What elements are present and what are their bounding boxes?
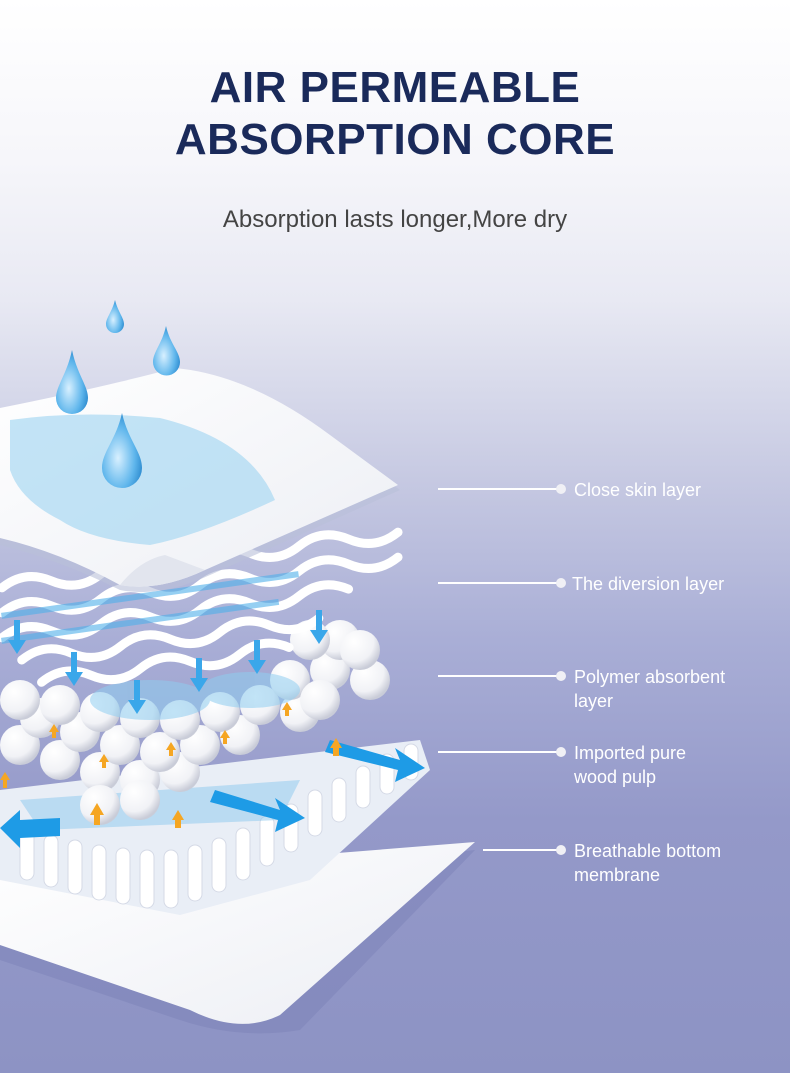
layer-label-text: Breathable bottom membrane: [574, 841, 722, 885]
skin-layer-shape: [0, 368, 400, 593]
title-line-1: AIR PERMEABLE: [209, 63, 581, 112]
leader-line: [483, 849, 558, 851]
bullet-dot-icon: [556, 747, 566, 757]
page-title: AIR PERMEABLE ABSORPTION CORE: [0, 62, 790, 166]
layer-label-text: Polymer absorbent layer: [574, 667, 726, 711]
water-drop-icon: [106, 300, 124, 333]
layer-label-polymer: Polymer absorbent layer: [438, 665, 754, 713]
water-drop-icon: [56, 350, 88, 414]
layer-label-text: Imported pure wood pulp: [574, 743, 687, 787]
moisture-up-arrows: [0, 702, 342, 828]
layer-label-diversion: The diversion layer: [438, 572, 752, 596]
leader-line: [438, 488, 558, 490]
leader-line: [438, 751, 558, 753]
title-line-2: ABSORPTION CORE: [174, 115, 616, 164]
leader-line: [438, 675, 558, 677]
bullet-dot-icon: [556, 845, 566, 855]
polymer-balls-shape: [0, 620, 390, 828]
subtitle: Absorption lasts longer,More dry: [222, 206, 568, 233]
airflow-arrows: [0, 740, 425, 848]
layer-label-wood-pulp: Imported pure wood pulp: [438, 741, 714, 789]
layer-label-close-skin: Close skin layer: [438, 478, 754, 502]
water-drops: [56, 300, 180, 488]
water-drop-icon: [102, 413, 142, 488]
bullet-dot-icon: [556, 578, 566, 588]
diversion-stripes: [1, 571, 299, 644]
layer-label-text: Close skin layer: [574, 480, 702, 500]
layer-label-bottom-membrane: Breathable bottom membrane: [483, 839, 744, 887]
bullet-dot-icon: [556, 671, 566, 681]
leader-line: [438, 582, 558, 584]
liquid-down-arrows: [8, 610, 328, 714]
bullet-dot-icon: [556, 484, 566, 494]
layer-label-text: The diversion layer: [572, 574, 725, 594]
water-drop-icon: [153, 326, 180, 376]
layer-illustration: [0, 300, 475, 1034]
